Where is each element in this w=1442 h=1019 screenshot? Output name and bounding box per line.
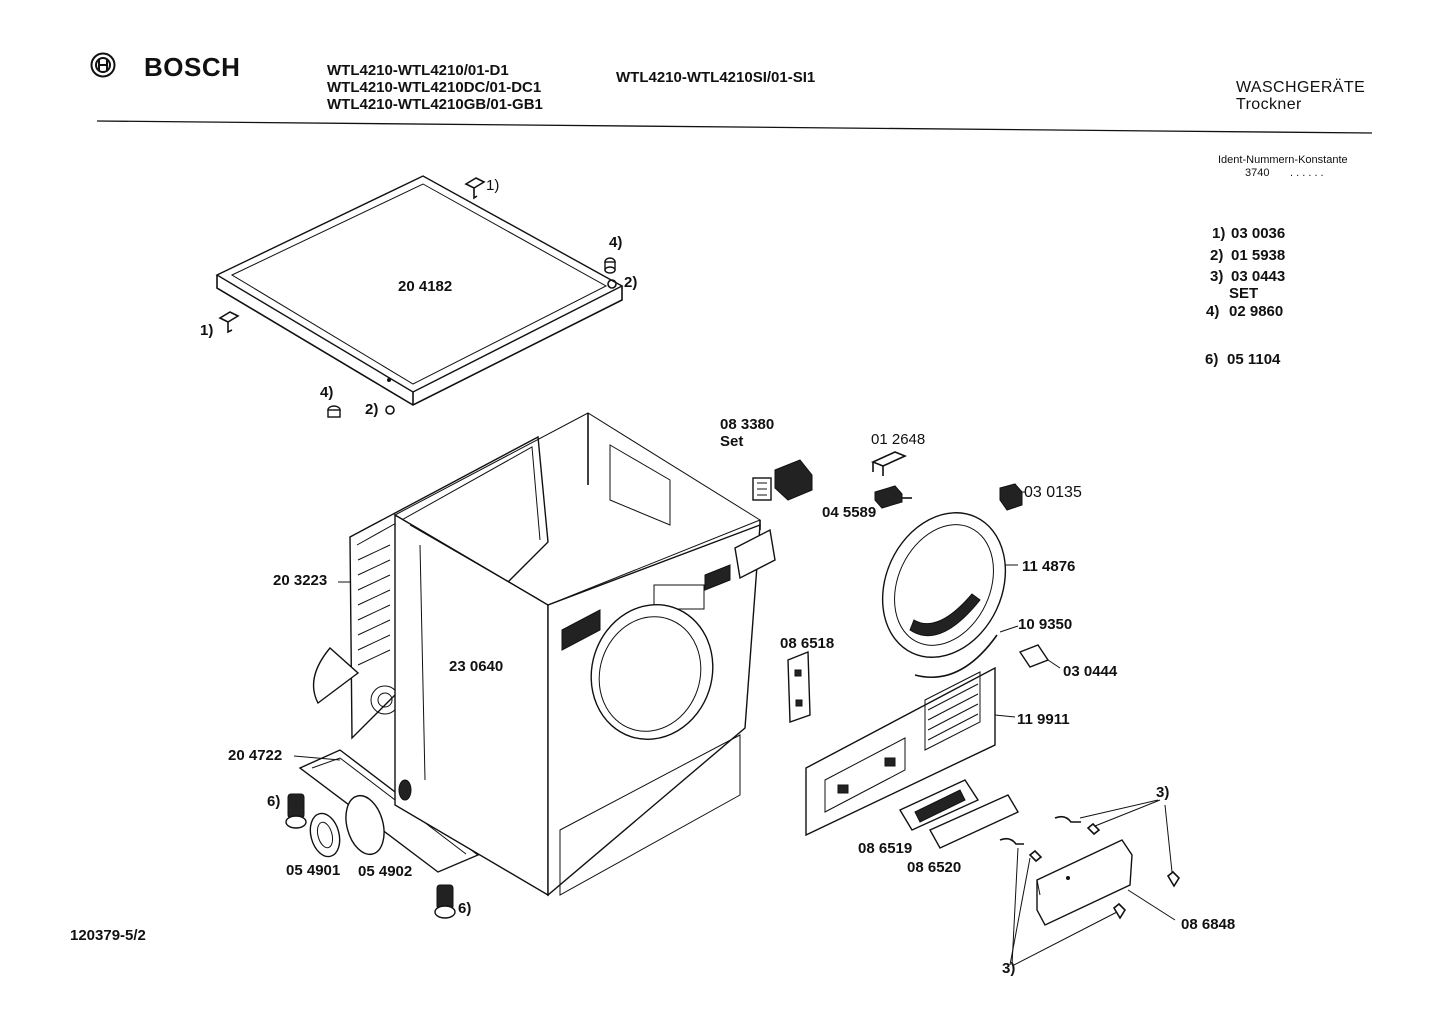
screw-right	[1166, 870, 1181, 888]
door-ring	[881, 512, 1007, 658]
category-subtitle: Trockner	[1236, 96, 1302, 113]
foot-left	[285, 793, 307, 829]
label-connector-set: Set	[720, 433, 744, 450]
legend-value-2: 01 5938	[1231, 247, 1286, 264]
legend-value-6: 05 1104	[1227, 351, 1281, 368]
brand-name: BOSCH	[144, 52, 241, 82]
clip	[870, 451, 908, 476]
filter-frame	[898, 779, 980, 831]
label-cabinet: 23 0640	[449, 658, 504, 675]
screw-set-bottom	[999, 837, 1043, 863]
label-top-cover: 20 4182	[398, 278, 453, 295]
label-foot-left: 6)	[267, 793, 281, 810]
felt	[1018, 644, 1050, 668]
label-front-panel: 11 9911	[1017, 711, 1070, 728]
model-line-3: WTL4210-WTL4210GB/01-GB1	[327, 96, 543, 113]
foot-bottom	[434, 884, 456, 919]
label-base: 20 4722	[228, 747, 283, 764]
grommet-2	[345, 794, 385, 856]
ident-label: Ident-Nummern-Konstante	[1218, 154, 1348, 166]
model-line-4: WTL4210-WTL4210SI/01-SI1	[616, 69, 816, 86]
grommet-1	[309, 812, 341, 858]
label-ref2-bottom: 2)	[365, 401, 379, 418]
label-ref1-top: 1)	[486, 177, 500, 194]
ident-value: 3740	[1245, 167, 1270, 179]
label-felt: 03 0444	[1063, 663, 1118, 680]
connector-set	[752, 459, 813, 501]
header-rule	[96, 120, 1373, 134]
label-door-ring: 11 4876	[1022, 558, 1076, 575]
label-connector-number: 08 3380	[720, 416, 775, 433]
screw-flap	[1112, 902, 1127, 920]
legend-value-1: 03 0036	[1231, 225, 1286, 242]
label-latch: 03 0135	[1024, 484, 1082, 501]
legend-key-2: 2)	[1210, 247, 1224, 264]
label-grommet-2: 05 4902	[358, 863, 413, 880]
label-bracket: 08 6518	[780, 635, 835, 652]
screw-set-top	[1054, 815, 1101, 836]
label-ref1-left: 1)	[200, 322, 214, 339]
legend-key-6: 6)	[1205, 351, 1219, 368]
label-switch: 04 5589	[822, 504, 877, 521]
cover-plug-bottom	[327, 405, 395, 418]
label-ref4-top: 4)	[609, 234, 623, 251]
bosch-logo-icon	[90, 52, 116, 78]
legend-value-3: 03 0443	[1231, 268, 1286, 285]
label-ref2-top: 2)	[624, 274, 638, 291]
ident-dots: . . . . . .	[1290, 167, 1324, 179]
cabinet	[393, 412, 776, 897]
seal	[914, 634, 998, 679]
label-ref4-bottom: 4)	[320, 384, 334, 401]
legend-key-4: 4)	[1206, 303, 1220, 320]
label-clip: 01 2648	[871, 431, 926, 448]
label-grommet-1: 05 4901	[286, 862, 341, 879]
doc-number: 120379-5/2	[70, 927, 146, 944]
flap	[1036, 839, 1133, 926]
leader-lines	[293, 491, 1176, 966]
label-seal: 10 9350	[1018, 616, 1073, 633]
cover-clip-left	[218, 311, 240, 334]
switch	[874, 485, 912, 509]
category-title: WASCHGERÄTE	[1236, 79, 1366, 96]
model-line-2: WTL4210-WTL4210DC/01-DC1	[327, 79, 542, 96]
label-flap: 08 6848	[1181, 916, 1236, 933]
bracket	[787, 650, 811, 723]
model-line-1: WTL4210-WTL4210/01-D1	[327, 62, 509, 79]
legend-key-1: 1)	[1212, 225, 1226, 242]
latch	[999, 483, 1023, 511]
label-foot-bottom: 6)	[458, 900, 472, 917]
label-filter-cover: 08 6520	[907, 859, 962, 876]
filter-cover	[929, 794, 1019, 849]
cover-plug-top	[604, 257, 617, 289]
legend-value-set: SET	[1229, 285, 1259, 302]
label-side-panel: 20 3223	[273, 572, 328, 589]
top-cover	[215, 175, 624, 406]
cover-clip-top	[464, 177, 486, 200]
label-screws-bottom: 3)	[1002, 960, 1016, 977]
legend-key-3: 3)	[1210, 268, 1224, 285]
legend-value-4: 02 9860	[1229, 303, 1284, 320]
front-panel	[805, 666, 996, 837]
label-screws-top: 3)	[1156, 784, 1170, 801]
label-filter-frame: 08 6519	[858, 840, 913, 857]
